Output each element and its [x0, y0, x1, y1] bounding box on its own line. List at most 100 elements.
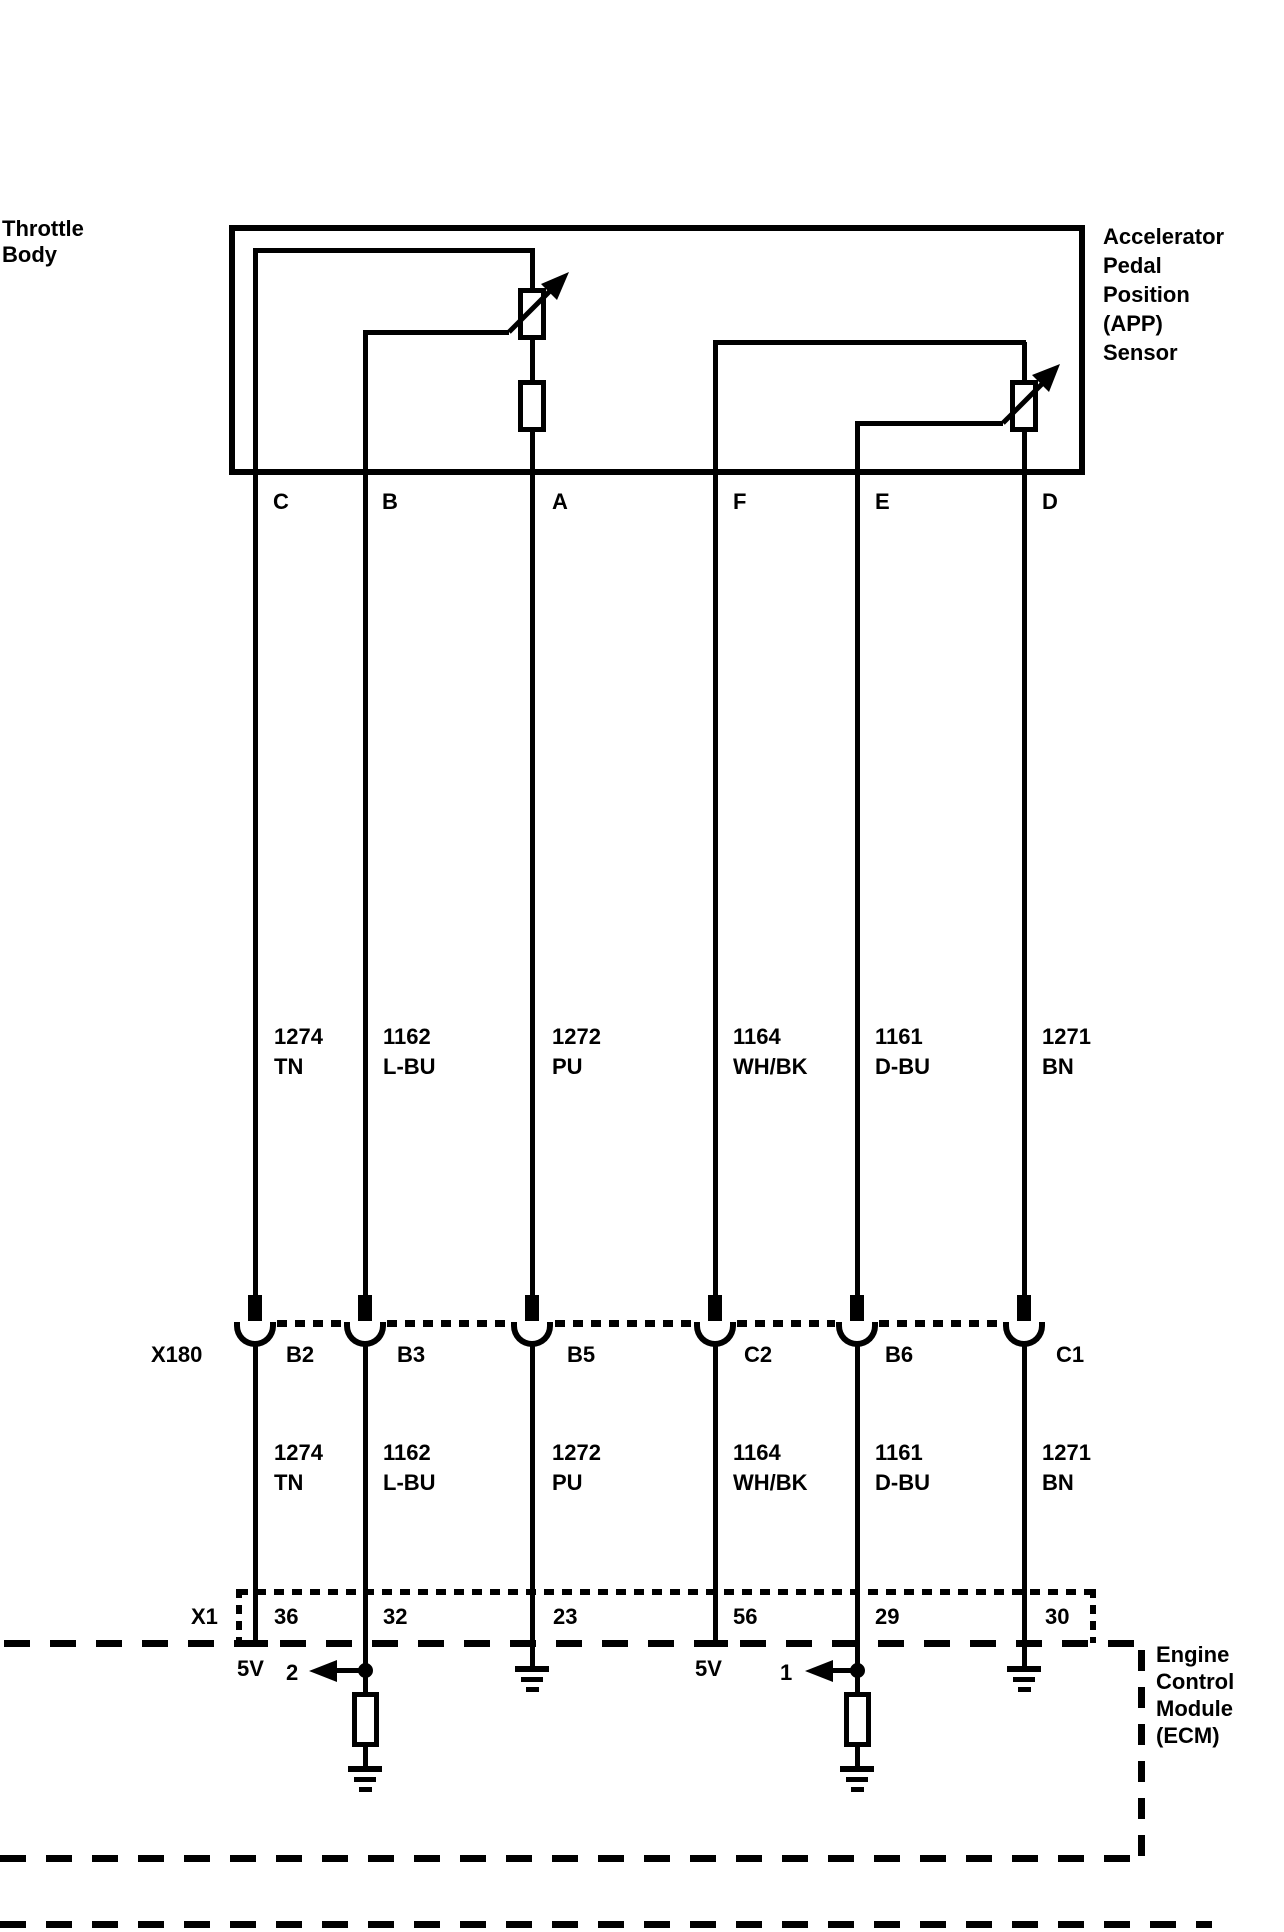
wire-e-circuit-bot: 1161 [875, 1440, 923, 1465]
wire-c-color-top: TN [274, 1054, 304, 1079]
app-line4: (APP) [1103, 311, 1163, 336]
app-line1: Accelerator [1103, 224, 1225, 249]
right-arrow-lead [829, 1668, 857, 1673]
pin-letter-e: E [875, 489, 890, 514]
right-arrow-icon [805, 1660, 833, 1682]
wire-d-upper [1022, 430, 1027, 1295]
x180-pin-terminal-b [358, 1295, 372, 1321]
wire-b-color-bot: L-BU [383, 1470, 436, 1495]
ecm-border-top [4, 1640, 1146, 1647]
wire-f-upper [713, 340, 718, 1295]
wire-d-color-top: BN [1042, 1054, 1074, 1079]
ground-b-bar2 [354, 1777, 376, 1782]
ground-d-bar3 [1018, 1687, 1031, 1692]
x180-dotted-seg5 [879, 1320, 1002, 1327]
wire-a-circuit-bot: 1272 [552, 1440, 601, 1465]
pot2-top-lead [1022, 342, 1027, 382]
resistor-1-body [518, 380, 546, 432]
ground-d-bar2 [1013, 1677, 1035, 1682]
junction-dot-b [358, 1663, 373, 1678]
app-line3: Position [1103, 282, 1190, 307]
wire-c-circuit-top: 1274 [274, 1024, 323, 1049]
wire-f-color-bot: WH/BK [733, 1470, 808, 1495]
pot1-top-lead [530, 250, 535, 290]
ecm-label: Engine Control Module (ECM) [1156, 1641, 1234, 1749]
junction-dot-e [850, 1663, 865, 1678]
wire-a-color-top: PU [552, 1054, 583, 1079]
wire-d-lower [1022, 1344, 1027, 1668]
wire-e-color-bot: D-BU [875, 1470, 930, 1495]
wire-b-wiper-jumper [363, 330, 509, 335]
app-line2: Pedal [1103, 253, 1162, 278]
wire-f-color-top: WH/BK [733, 1054, 808, 1079]
x1-connector-label: X1 [191, 1604, 218, 1629]
x180-pin-terminal-e [850, 1295, 864, 1321]
ground-a-bar1 [515, 1666, 549, 1672]
left-5v-label: 5V [237, 1656, 264, 1681]
wire-e-lower [855, 1344, 860, 1694]
x180-dotted-seg1 [277, 1320, 343, 1327]
x1-pin-label-36: 36 [274, 1604, 299, 1629]
throttle-body-line1: Throttle [2, 216, 84, 241]
x180-pin-label-b2: B2 [286, 1342, 315, 1367]
x180-dotted-seg4 [737, 1320, 835, 1327]
ecm-line4: (ECM) [1156, 1723, 1220, 1748]
wire-c-terminal-tick [242, 1640, 268, 1647]
left-arrow-lead [333, 1668, 361, 1673]
ecm-line2: Control [1156, 1669, 1235, 1694]
wire-a-circuit-top: 1272 [552, 1024, 601, 1049]
x180-pin-terminal-a [525, 1295, 539, 1321]
x1-pin-label-29: 29 [875, 1604, 900, 1629]
wire-b-lower [363, 1344, 368, 1694]
x1-pin-label-56: 56 [733, 1604, 758, 1629]
wire-f-circuit-bot: 1164 [733, 1440, 781, 1465]
x180-pin-label-b5: B5 [567, 1342, 596, 1367]
x1-pin-label-23: 23 [553, 1604, 578, 1629]
pin-letter-d: D [1042, 489, 1058, 514]
wire-c-upper [253, 248, 258, 1295]
x180-pin-terminal-f [708, 1295, 722, 1321]
ecm-resistor-e [844, 1692, 871, 1747]
wire-c-top-jumper [253, 248, 535, 253]
x1-dotted-right [1090, 1589, 1096, 1643]
x1-dotted-left [236, 1589, 242, 1643]
ground-e-bar2 [846, 1777, 868, 1782]
wire-e-upper [855, 421, 860, 1295]
ground-e-bar1 [840, 1766, 874, 1772]
x180-pin-label-b6: B6 [885, 1342, 914, 1367]
ground-e-bar3 [851, 1787, 864, 1792]
left-ref-label: 2 [286, 1660, 299, 1685]
x180-pin-label-b3: B3 [397, 1342, 426, 1367]
wire-e-circuit-top: 1161 [875, 1024, 923, 1049]
ground-d-bar1 [1007, 1666, 1041, 1672]
wire-c-color-bot: TN [274, 1470, 304, 1495]
x180-pin-label-c1: C1 [1056, 1342, 1085, 1367]
wire-c-circuit-bot: 1274 [274, 1440, 323, 1465]
app-line5: Sensor [1103, 340, 1178, 365]
x180-pin-terminal-c [248, 1295, 262, 1321]
wire-f-terminal-tick [702, 1640, 728, 1647]
right-ref-label: 1 [780, 1660, 793, 1685]
resistor-b-ground-lead [363, 1745, 368, 1768]
x1-pin-label-32: 32 [383, 1604, 408, 1629]
right-5v-label: 5V [695, 1656, 722, 1681]
potentiometer-1-body [518, 288, 546, 340]
ground-a-bar3 [526, 1687, 539, 1692]
x180-connector-label: X180 [151, 1342, 203, 1367]
left-arrow-icon [309, 1660, 337, 1682]
resistor-e-ground-lead [855, 1745, 860, 1768]
ground-b-bar1 [348, 1766, 382, 1772]
wire-d-circuit-bot: 1271 [1042, 1440, 1091, 1465]
pin-letter-b: B [382, 489, 398, 514]
wire-f-circuit-top: 1164 [733, 1024, 781, 1049]
wire-b-color-top: L-BU [383, 1054, 436, 1079]
throttle-body-line2: Body [2, 242, 57, 267]
wire-e-color-top: D-BU [875, 1054, 930, 1079]
ground-b-bar3 [359, 1787, 372, 1792]
ecm-border-right [1138, 1650, 1145, 1859]
pin-letter-a: A [552, 489, 568, 514]
wire-d-color-bot: BN [1042, 1470, 1074, 1495]
ecm-line3: Module [1156, 1696, 1233, 1721]
pin-letter-c: C [273, 489, 289, 514]
